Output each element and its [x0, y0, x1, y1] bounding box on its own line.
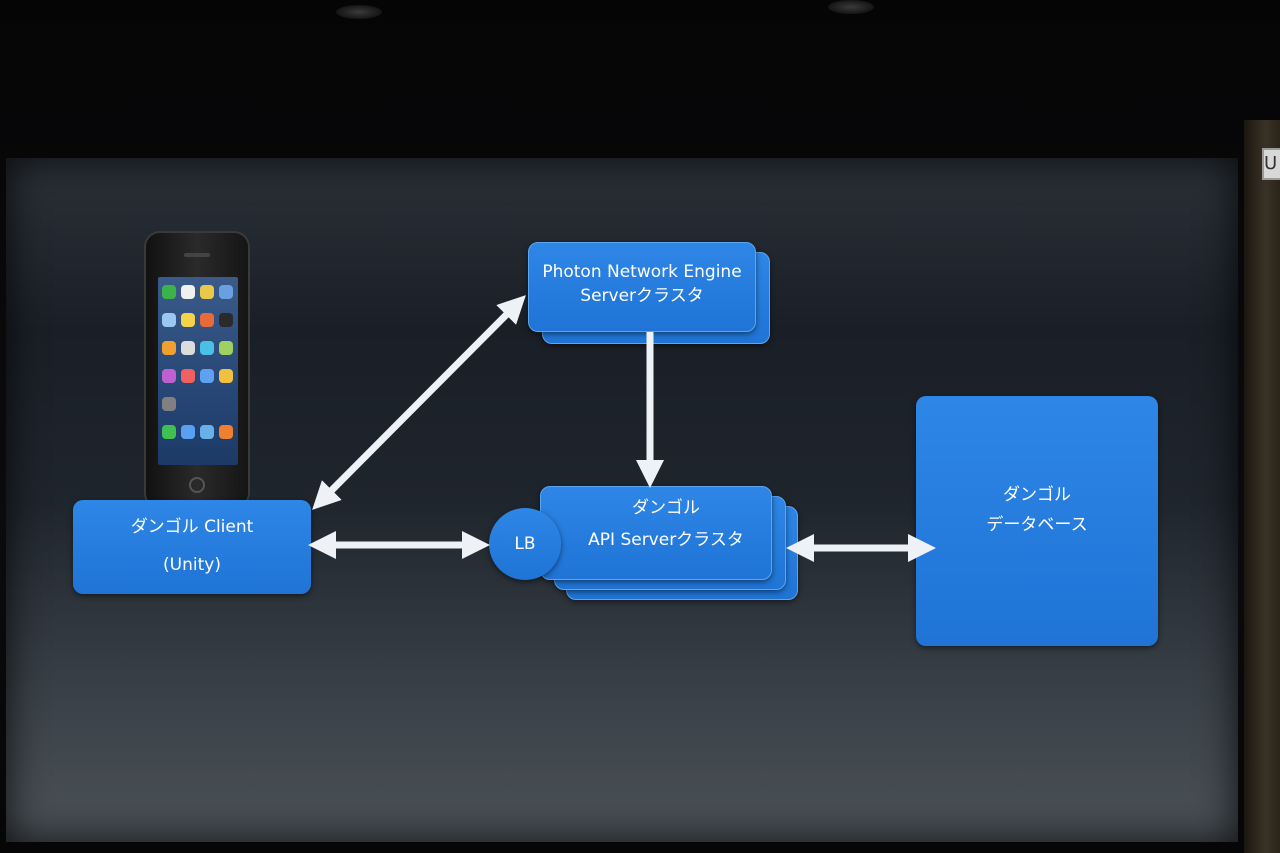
client-label-line1: ダンゴル Client [130, 517, 254, 537]
api-server-box: ダンゴル API Serverクラスタ [540, 486, 772, 580]
db-label-line2: データベース [986, 514, 1088, 535]
app-icon [219, 369, 233, 383]
phone-screen [158, 277, 238, 465]
photon-label-line1: Photon Network Engine [542, 262, 742, 282]
app-slot [219, 397, 233, 411]
app-icon [181, 285, 195, 299]
photon-label-line2: Serverクラスタ [580, 285, 704, 306]
load-balancer-node: LB [489, 508, 561, 580]
app-icon [200, 341, 214, 355]
app-icon [162, 397, 176, 411]
smartphone-icon [146, 233, 248, 507]
photon-server-box: Photon Network Engine Serverクラスタ [528, 242, 756, 332]
app-icon [181, 313, 195, 327]
side-sign-text: U [1264, 153, 1278, 174]
app-icon [181, 341, 195, 355]
side-sign: U [1262, 148, 1280, 180]
app-icon [200, 369, 214, 383]
app-icon [162, 369, 176, 383]
phone-home-button [189, 477, 205, 493]
app-icon [162, 341, 176, 355]
app-icon [219, 285, 233, 299]
app-icon [219, 425, 233, 439]
ceiling-light-icon [828, 0, 874, 14]
side-panel [1244, 120, 1280, 853]
api-label-line2: API Serverクラスタ [588, 529, 744, 550]
app-icon [162, 285, 176, 299]
api-label-line1: ダンゴル [632, 498, 700, 518]
ceiling-light-icon [336, 5, 382, 19]
app-icon [162, 425, 176, 439]
app-slot [200, 397, 214, 411]
phone-speaker [184, 253, 210, 257]
app-icon [181, 369, 195, 383]
app-icon [200, 425, 214, 439]
app-icon [219, 341, 233, 355]
app-icon [162, 313, 176, 327]
client-box: ダンゴル Client (Unity) [73, 500, 311, 594]
client-label-line2: (Unity) [163, 554, 221, 575]
db-label-line1: ダンゴル [1003, 485, 1071, 505]
lb-label: LB [514, 534, 536, 554]
app-icon [200, 285, 214, 299]
app-icon [200, 313, 214, 327]
app-slot [181, 397, 195, 411]
app-icon [181, 425, 195, 439]
app-icon [219, 313, 233, 327]
database-box: ダンゴル データベース [916, 396, 1158, 646]
